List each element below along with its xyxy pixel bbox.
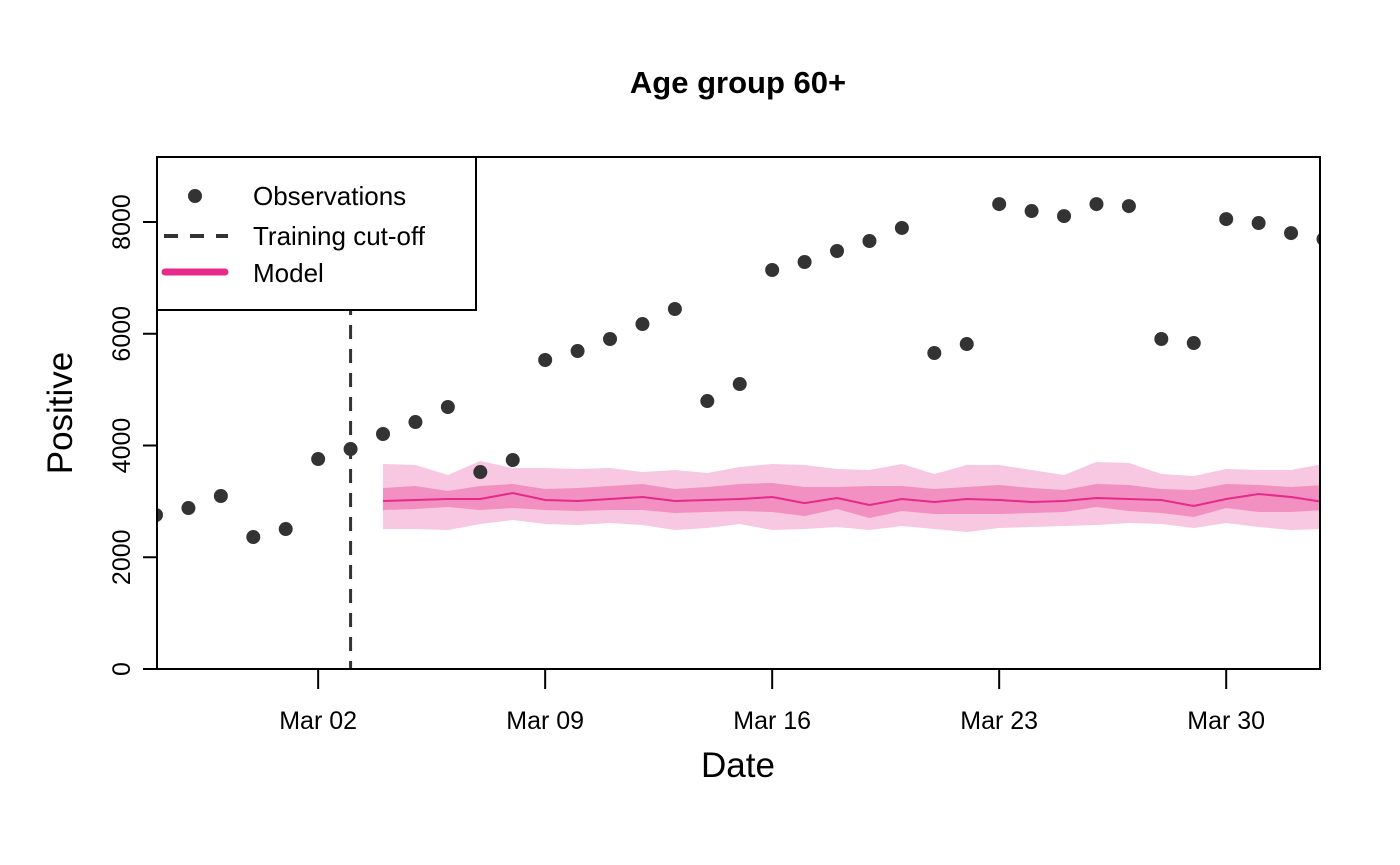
model-median-line [382, 491, 1320, 508]
observation-point [408, 415, 423, 430]
x-tick-label: Mar 09 [506, 707, 584, 735]
observation-point [1316, 232, 1320, 246]
observation-point [667, 301, 682, 316]
observation-point [959, 337, 974, 352]
legend-box [156, 156, 477, 311]
observation-point [278, 522, 293, 537]
observation-point [1024, 204, 1039, 219]
x-tick-label: Mar 30 [1187, 707, 1265, 735]
observation-point [343, 442, 358, 457]
observation-point [181, 501, 196, 516]
observation-point [1121, 199, 1136, 214]
observation-point [635, 317, 650, 332]
legend-label-observations: Observations [253, 181, 406, 211]
legend-point-icon [188, 189, 202, 203]
observation-point [992, 197, 1007, 212]
observation-point [1089, 197, 1104, 212]
observation-point [765, 262, 780, 277]
observation-points [157, 197, 1320, 545]
observation-point [732, 377, 747, 392]
observation-point [376, 426, 391, 441]
y-tick-label: 2000 [108, 529, 136, 585]
legend: Observations Training cut-off Model [156, 156, 477, 311]
x-tick-label: Mar 02 [279, 707, 357, 735]
observation-point [473, 465, 488, 480]
observation-point [927, 346, 942, 361]
observation-point [246, 530, 261, 545]
observation-point [603, 332, 618, 347]
y-axis-label: Positive [41, 352, 80, 475]
observation-point [1154, 332, 1169, 347]
x-axis: Mar 02 Mar 09 Mar 16 Mar 23 Mar 30 [279, 669, 1265, 735]
y-tick-label: 0 [108, 662, 136, 676]
x-tick-label: Mar 23 [960, 707, 1038, 735]
observation-point [213, 489, 228, 504]
observation-point [797, 255, 812, 270]
legend-label-model: Model [253, 258, 324, 288]
observation-point [1251, 216, 1266, 231]
chart-title: Age group 60+ [630, 65, 846, 100]
observation-point [505, 453, 520, 468]
model-line [382, 491, 1320, 508]
x-tick-label: Mar 16 [733, 707, 811, 735]
observation-point [538, 353, 553, 368]
model-uncertainty-bands [383, 461, 1320, 532]
observation-point [570, 344, 585, 359]
observation-point [157, 508, 163, 522]
observation-point [1219, 212, 1234, 227]
observation-point [311, 452, 326, 467]
observation-point [440, 400, 455, 415]
y-axis: 0 2000 4000 6000 8000 [108, 194, 158, 676]
y-tick-label: 4000 [108, 418, 136, 474]
legend-label-cutoff: Training cut-off [253, 221, 426, 251]
y-tick-label: 8000 [108, 194, 136, 250]
observation-point [862, 233, 877, 248]
observation-point [1284, 226, 1299, 241]
observation-point [1057, 209, 1072, 224]
observation-point [1186, 336, 1201, 351]
observation-point [894, 220, 909, 235]
observation-point [830, 243, 845, 258]
x-axis-label: Date [701, 746, 775, 785]
observation-point [700, 394, 715, 409]
y-tick-label: 6000 [108, 306, 136, 362]
